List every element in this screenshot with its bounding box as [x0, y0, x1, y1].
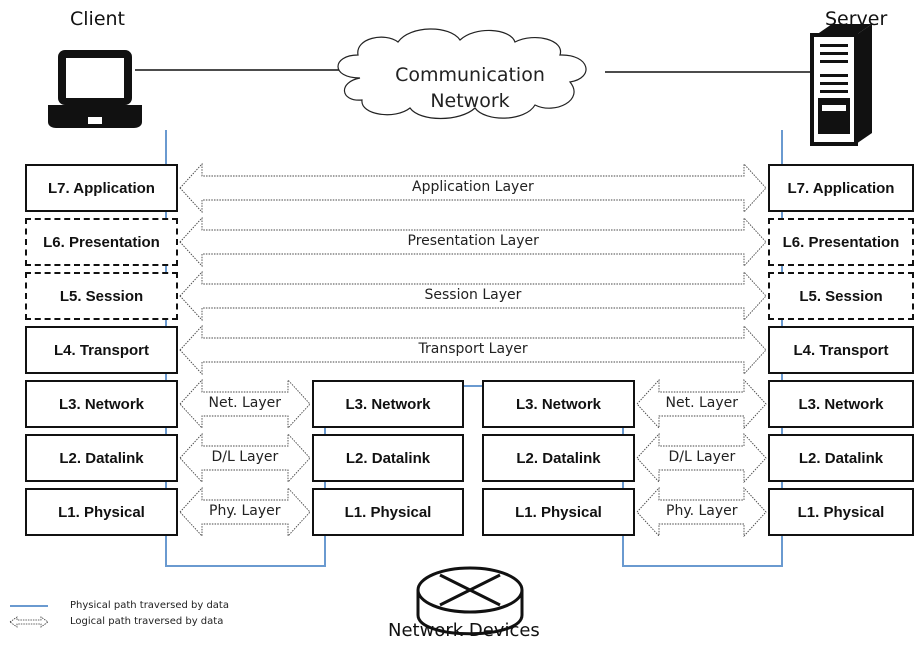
client-layer-box: L1. Physical: [25, 488, 178, 536]
server-icon: [810, 24, 872, 146]
legend-logical-swatch: [9, 616, 49, 628]
server-layer-box: L5. Session: [768, 272, 914, 320]
client-layer-box: L4. Transport: [25, 326, 178, 374]
server-layer-box: L3. Network: [768, 380, 914, 428]
server-layer-box: L2. Datalink: [768, 434, 914, 482]
hop-arrow-right-label: Net. Layer: [662, 395, 742, 411]
hop-arrow-left-label: D/L Layer: [208, 449, 282, 465]
device2-layer-box: L1. Physical: [482, 488, 635, 536]
client-layer-box: L5. Session: [25, 272, 178, 320]
client-label: Client: [70, 8, 126, 30]
server-layer-box: L7. Application: [768, 164, 914, 212]
client-layer-box: L2. Datalink: [25, 434, 178, 482]
cloud-label-line1: Communication: [395, 64, 545, 86]
wide-arrow-label: Presentation Layer: [404, 233, 542, 249]
server-layer-box: L4. Transport: [768, 326, 914, 374]
device1-layer-box: L3. Network: [312, 380, 464, 428]
wide-arrow-label: Application Layer: [409, 179, 537, 195]
laptop-icon: [48, 50, 142, 128]
hop-arrow-left-label: Phy. Layer: [206, 503, 284, 519]
device2-layer-box: L3. Network: [482, 380, 635, 428]
wide-arrow-label: Transport Layer: [415, 341, 531, 357]
wide-arrow-label: Session Layer: [421, 287, 525, 303]
server-layer-box: L6. Presentation: [768, 218, 914, 266]
hop-arrow-right-label: Phy. Layer: [663, 503, 741, 519]
server-label: Server: [825, 8, 888, 30]
physical-path-layer: [165, 130, 783, 567]
router-icon: [416, 566, 524, 636]
hop-arrow-right-label: D/L Layer: [665, 449, 739, 465]
client-layer-box: L7. Application: [25, 164, 178, 212]
cloud-label: Communication Network: [380, 62, 560, 114]
device2-layer-box: L2. Datalink: [482, 434, 635, 482]
legend-physical-label: Physical path traversed by data: [70, 600, 229, 611]
physical-path-line: [165, 130, 783, 567]
legend-logical-label: Logical path traversed by data: [70, 616, 224, 627]
device1-layer-box: L2. Datalink: [312, 434, 464, 482]
client-layer-box: L3. Network: [25, 380, 178, 428]
cloud-icon: [337, 28, 587, 119]
server-layer-box: L1. Physical: [768, 488, 914, 536]
device1-layer-box: L1. Physical: [312, 488, 464, 536]
cloud-label-line2: Network: [430, 90, 510, 112]
client-layer-box: L6. Presentation: [25, 218, 178, 266]
hop-arrow-left-label: Net. Layer: [205, 395, 285, 411]
devices-label: Network Devices: [388, 620, 540, 641]
